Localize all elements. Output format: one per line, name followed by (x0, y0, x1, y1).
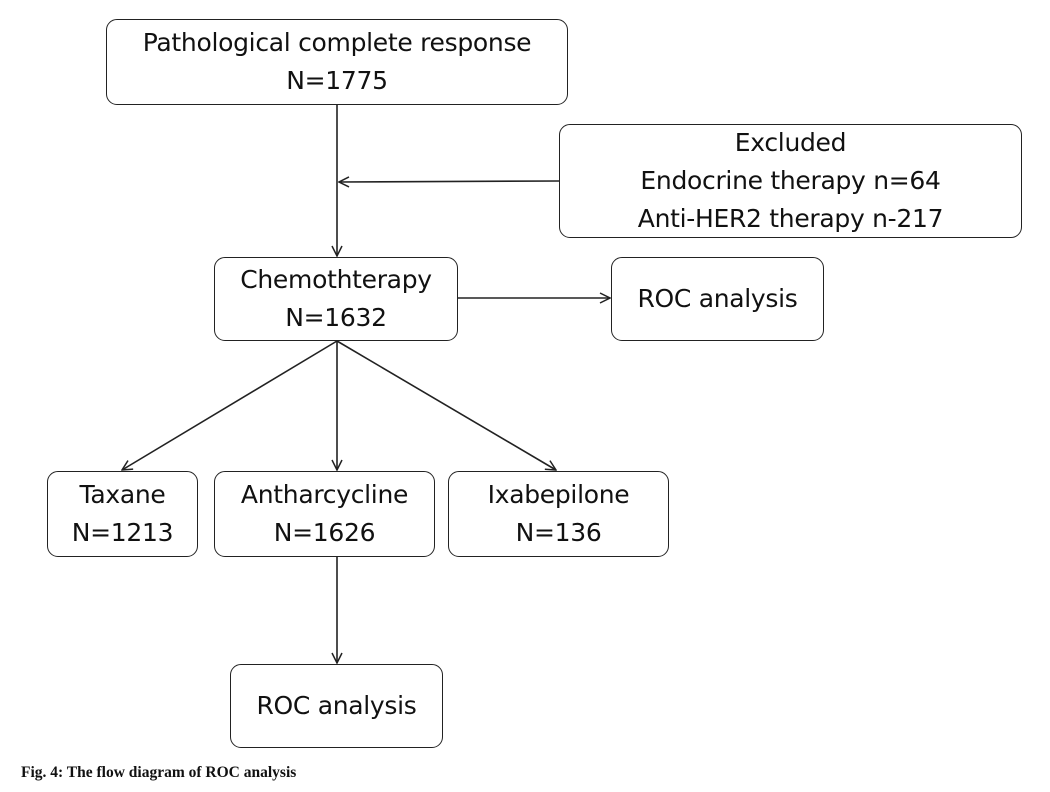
roc-analysis-top-label: ROC analysis (637, 284, 798, 313)
roc-analysis-bottom-box: ROC analysis (230, 664, 443, 748)
anthracycline-box: Antharcycline N=1626 (214, 471, 435, 557)
taxane-label: Taxane (79, 480, 166, 509)
ixabepilone-count: N=136 (515, 518, 602, 547)
roc-analysis-top-box: ROC analysis (611, 257, 824, 341)
arrow-chemo-to-taxane (122, 340, 338, 470)
figure-caption: Fig. 4: The flow diagram of ROC analysis (21, 764, 297, 781)
chemotherapy-count: N=1632 (285, 303, 387, 332)
ixabepilone-label: Ixabepilone (487, 480, 630, 509)
excluded-label: Excluded (734, 128, 847, 157)
taxane-count: N=1213 (71, 518, 174, 547)
chemotherapy-label: Chemothterapy (240, 265, 432, 294)
excluded-endocrine: Endocrine therapy n=64 (640, 166, 941, 195)
anthracycline-count: N=1626 (273, 518, 376, 547)
chemotherapy-box: Chemothterapy N=1632 (214, 257, 458, 341)
roc-analysis-bottom-label: ROC analysis (256, 691, 417, 720)
arrow-excluded-to-main (339, 181, 560, 182)
pcr-count: N=1775 (286, 66, 388, 95)
arrow-chemo-to-ixabepilone (336, 340, 556, 470)
excluded-anti-her2: Anti-HER2 therapy n-217 (637, 204, 944, 233)
taxane-box: Taxane N=1213 (47, 471, 198, 557)
anthracycline-label: Antharcycline (240, 480, 409, 509)
pcr-label: Pathological complete response (142, 28, 532, 57)
excluded-box: Excluded Endocrine therapy n=64 Anti-HER… (559, 124, 1022, 238)
ixabepilone-box: Ixabepilone N=136 (448, 471, 669, 557)
pcr-box: Pathological complete response N=1775 (106, 19, 568, 105)
